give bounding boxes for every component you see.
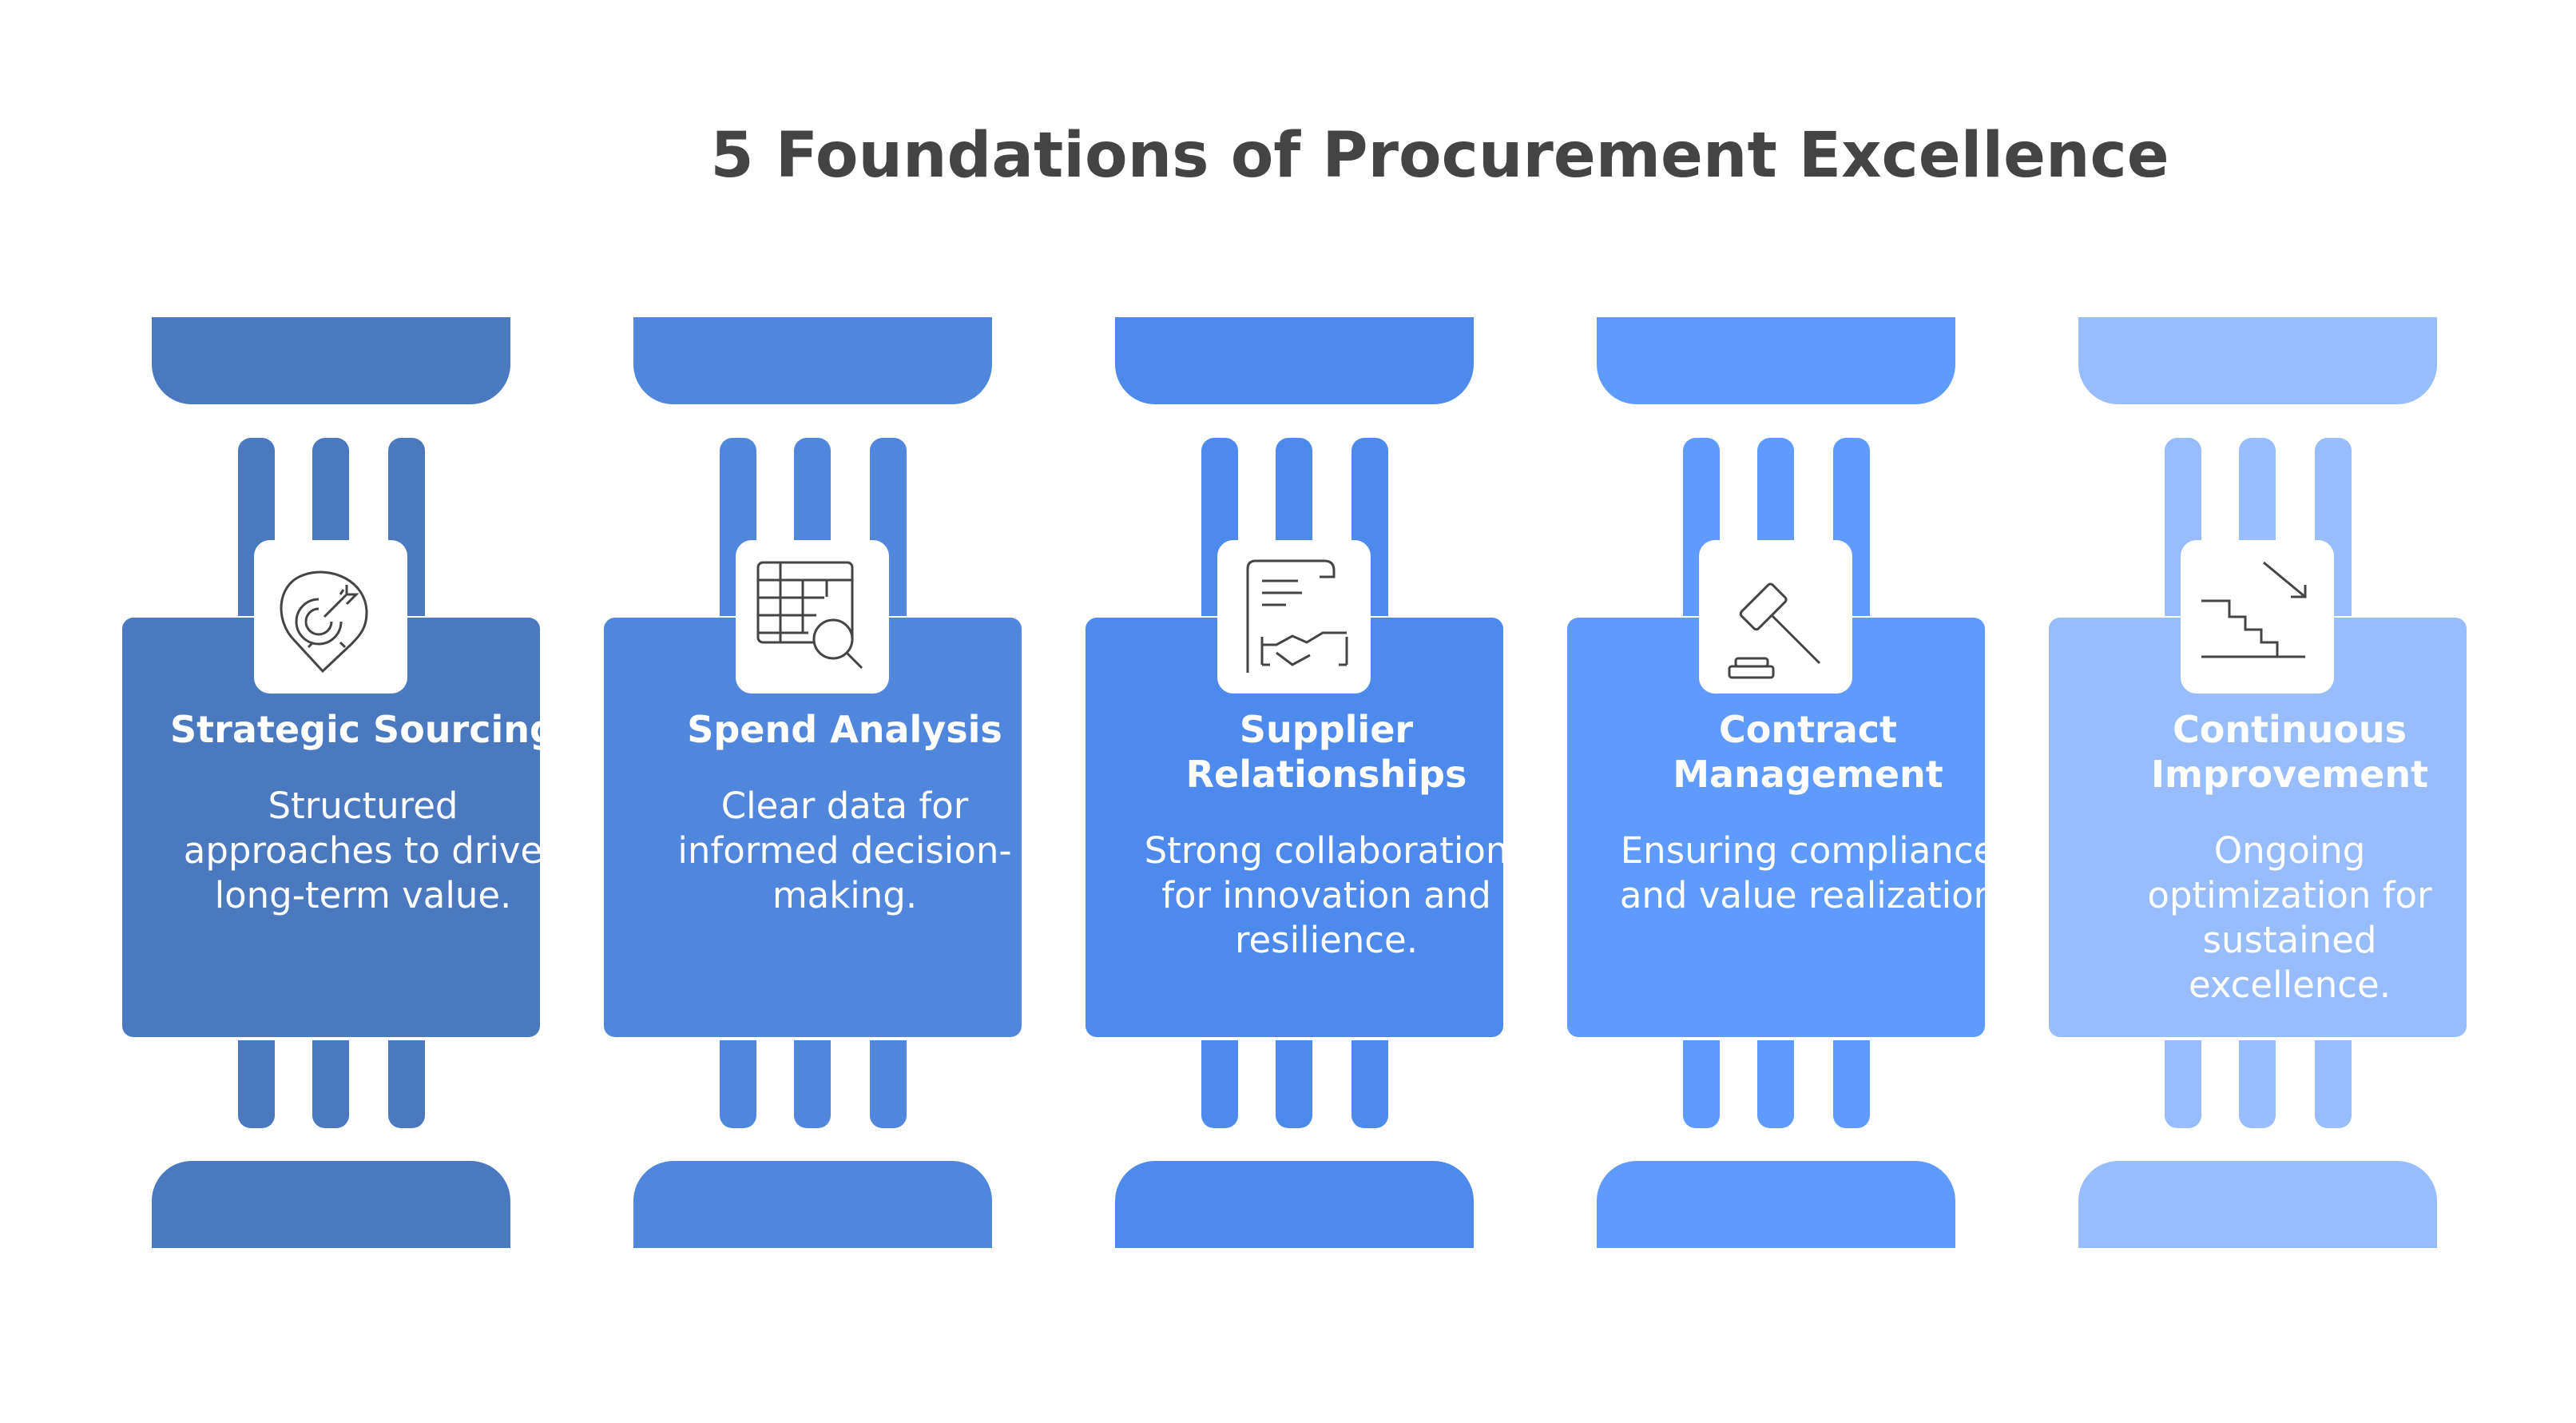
pillar-capital xyxy=(1115,317,1474,404)
pillar-base xyxy=(1597,1161,1955,1248)
description-line: Ensuring compliance xyxy=(1620,829,1985,872)
pillar-column-bottom xyxy=(1201,1040,1238,1128)
pillar-column-bottom xyxy=(1833,1040,1870,1128)
description-line: long-term value. xyxy=(214,874,512,916)
pillar-capital xyxy=(1597,317,1955,404)
pillar-column-bottom xyxy=(388,1040,425,1128)
pillar-capital xyxy=(152,317,510,404)
description-line: optimization for xyxy=(2147,874,2432,916)
pillar-column-bottom xyxy=(238,1040,275,1128)
heading-line: Improvement xyxy=(2150,753,2429,796)
pillar-base xyxy=(633,1161,992,1248)
description-line: Ongoing xyxy=(2213,829,2366,872)
description-line: resilience. xyxy=(1234,919,1419,961)
pillar-column-bottom xyxy=(794,1040,831,1128)
description-line: excellence. xyxy=(2188,964,2391,1006)
page-title: 5 Foundations of Procurement Excellence xyxy=(710,120,2169,192)
description-line: and value realization xyxy=(1619,874,1985,916)
icon-box xyxy=(1699,540,1852,694)
heading-line: Management xyxy=(1673,753,1943,796)
heading-line: Continuous xyxy=(2172,708,2407,751)
stairs-arrow-icon xyxy=(2201,561,2307,658)
icon-box xyxy=(736,540,889,694)
heading-line: Supplier xyxy=(1239,708,1414,751)
icon-box xyxy=(2181,540,2334,694)
target-location-icon xyxy=(280,570,368,674)
heading-line: Spend Analysis xyxy=(687,708,1002,751)
spreadsheet-search-icon xyxy=(756,561,863,670)
pillar-capital xyxy=(633,317,992,404)
pillar-column-bottom xyxy=(1757,1040,1794,1128)
pillar-column-bottom xyxy=(870,1040,907,1128)
pillar-column-bottom xyxy=(720,1040,756,1128)
pillar-heading: Spend Analysis xyxy=(636,707,1022,752)
pillar-column-bottom xyxy=(1683,1040,1720,1128)
description-line: making. xyxy=(772,874,918,916)
pillar-column-bottom xyxy=(1276,1040,1312,1128)
pillar-column-bottom xyxy=(2165,1040,2201,1128)
heading-line: Contract xyxy=(1718,708,1898,751)
pillar-column-bottom xyxy=(312,1040,349,1128)
contract-handshake-icon xyxy=(1246,559,1348,673)
pillar-column-bottom xyxy=(1352,1040,1388,1128)
pillar-capital xyxy=(2078,317,2437,404)
pillar-column-bottom xyxy=(2315,1040,2352,1128)
heading-line: Relationships xyxy=(1185,753,1467,796)
description-line: informed decision- xyxy=(677,829,1012,872)
pillar-base xyxy=(2078,1161,2437,1248)
heading-line: Strategic Sourcing xyxy=(170,708,540,751)
pillar-heading: Strategic Sourcing xyxy=(154,707,540,752)
description-line: Clear data for xyxy=(720,785,969,827)
icon-box xyxy=(1217,540,1371,694)
description-line: Structured xyxy=(268,785,458,827)
pillar-base xyxy=(152,1161,510,1248)
icon-box xyxy=(254,540,407,694)
pillar-base xyxy=(1115,1161,1474,1248)
description-line: for innovation and xyxy=(1161,874,1491,916)
description-line: sustained xyxy=(2202,919,2377,961)
description-line: approaches to drive xyxy=(183,829,540,872)
description-line: Strong collaboration xyxy=(1144,829,1503,872)
gavel-icon xyxy=(1728,582,1821,679)
pillar-column-bottom xyxy=(2239,1040,2276,1128)
